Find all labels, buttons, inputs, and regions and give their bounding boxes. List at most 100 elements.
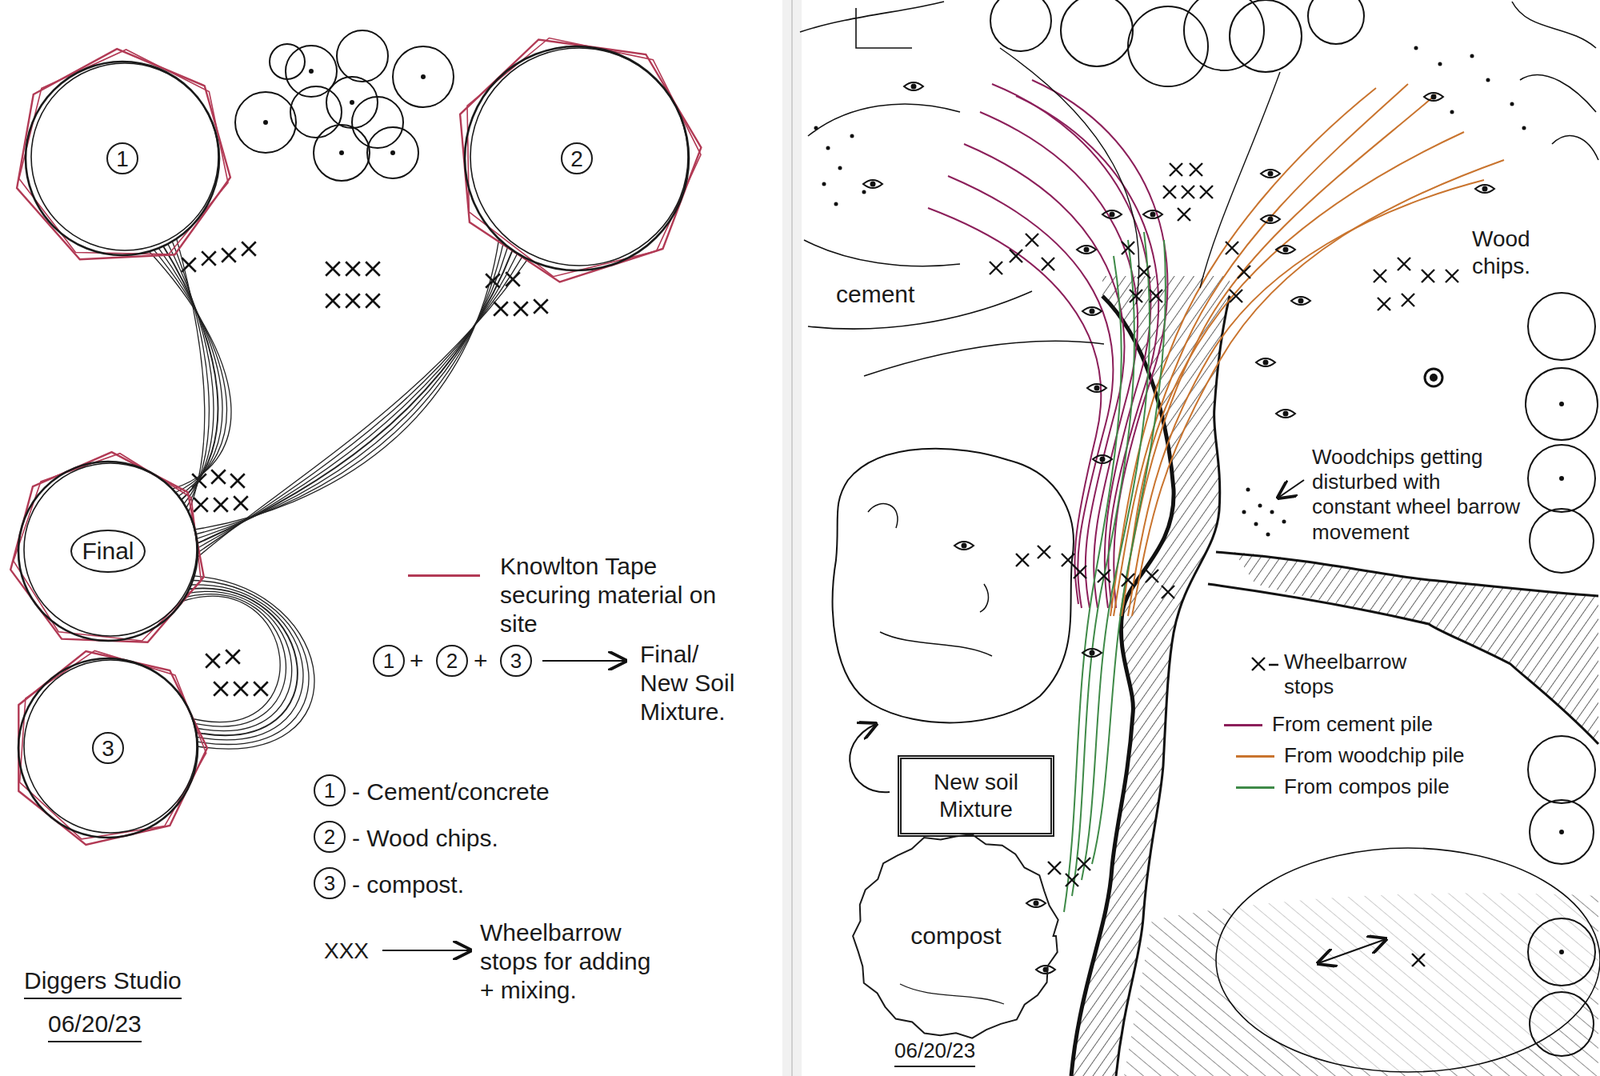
cement-trajectories (992, 84, 1151, 608)
page-gutter (791, 0, 793, 1076)
note-text: cement (836, 280, 915, 309)
wheelbarrow-stop-marks-right (1200, 185, 1213, 199)
tree-canopy-right (1184, 0, 1264, 71)
pile-outline (464, 46, 689, 271)
label-box: Final/ New Soil Mixture. (640, 640, 748, 727)
wheelbarrow-path-band (1234, 552, 1599, 744)
tree-canopy-right (1560, 950, 1564, 954)
legend-line-swatch (1224, 724, 1263, 727)
wheelbarrow-stop-marks (193, 497, 208, 512)
tree-canopy-right (1229, 0, 1302, 72)
movement-lines (864, 48, 1280, 376)
woodchip-trajectories (1128, 180, 1484, 616)
note-text: XXX (324, 937, 369, 965)
tree-canopy (340, 151, 344, 155)
tree-canopy (290, 86, 342, 138)
wheelbarrow-path (195, 239, 500, 530)
wheelbarrow-stop-marks-right (1149, 289, 1163, 303)
label-box: - Cement/concrete (352, 777, 550, 807)
observation-eyes (1260, 169, 1280, 178)
wheelbarrow-stop-marks-right (1137, 265, 1151, 279)
wheelbarrow-stop-marks-right (1121, 573, 1135, 587)
key-arrows (542, 660, 626, 662)
wheelbarrow-path (194, 576, 315, 749)
wheelbarrow-path (196, 243, 504, 535)
signature-text: 06/20/23 (48, 1009, 142, 1043)
tree-canopy (235, 30, 454, 181)
soil-speckle (1522, 126, 1527, 131)
label-box: Woodchips getting disturbed with constan… (1312, 444, 1524, 545)
compost-trajectories (1092, 240, 1166, 864)
soil-speckle (814, 126, 819, 131)
vegetation-scribble (1552, 136, 1599, 160)
legend-text: From woodchip pile (1284, 743, 1464, 768)
movement-lines (1200, 72, 1280, 288)
tree-canopy-right (1528, 918, 1596, 986)
wheelbarrow-stop-marks (201, 251, 216, 266)
wheelbarrow-stop-marks (211, 469, 226, 484)
material-pile-taped: 2 (447, 28, 707, 288)
lower-right-hatching (1216, 848, 1600, 1072)
note-text: - Wood chips. (352, 824, 499, 853)
wheelbarrow-stop-marks-right (1073, 565, 1087, 579)
wheelbarrow-stop-marks-right (989, 261, 1003, 275)
leader-arrow (1278, 480, 1304, 498)
observation-eyes (1102, 210, 1122, 219)
wheelbarrow-stop-marks-right (1129, 289, 1143, 303)
wheelbarrow-path (197, 259, 528, 558)
wheelbarrow-stop-marks-right (1061, 553, 1075, 567)
soil-speckle (826, 146, 831, 151)
label-box: 06/20/23 (894, 1038, 976, 1068)
cement-pile-outline (804, 240, 960, 267)
callout-number: Final (70, 529, 145, 573)
legend-entry: From woodchip pile (1284, 743, 1464, 768)
tree-canopy-right (990, 0, 1052, 52)
movement-lines (864, 340, 1104, 376)
observation-eyes (954, 541, 974, 550)
wheelbarrow-stop-marks-right (1169, 163, 1183, 176)
soil-speckle (1414, 46, 1419, 51)
cement-trajectories (948, 176, 1113, 608)
soil-speckle (1438, 62, 1443, 67)
tree-canopy (391, 151, 395, 155)
wheelbarrow-path (191, 584, 304, 740)
wheelbarrow-stop-marks-right (1397, 257, 1411, 271)
callout-number: 1 (313, 774, 346, 807)
wheelbarrow-stop-marks-right (1016, 553, 1029, 567)
wheelbarrow-path (197, 250, 513, 544)
cement-pile-outline (800, 1, 944, 32)
tree-canopy (352, 96, 404, 148)
label-box: 06/20/23 (48, 1009, 142, 1043)
pile-outline (24, 463, 197, 636)
wheelbarrow-stop-marks-right (1065, 873, 1079, 887)
cement-pile-outline (808, 104, 960, 136)
legend-text: From compos pile (1284, 774, 1450, 800)
soil-speckle (862, 190, 867, 195)
observation-eyes (863, 180, 883, 188)
tree-canopy (350, 100, 354, 104)
wheelbarrow-path (148, 251, 232, 489)
observation-eyes (1475, 184, 1495, 193)
compost-trajectories (1081, 232, 1150, 880)
tree-canopy-right (1560, 402, 1564, 406)
tree-canopy-right (1529, 800, 1594, 864)
wheelbarrow-stop-marks-right (1177, 208, 1191, 221)
wheelbarrow-stop-marks-right (1377, 297, 1391, 311)
lower-right-hatching (1318, 939, 1386, 964)
knowlton-tape (13, 453, 202, 641)
wheelbarrow-path (158, 248, 223, 496)
page-gutter (782, 0, 802, 1076)
observation-eyes (1424, 368, 1443, 387)
note-text: Wheelbarrow stops for adding + mixing. (480, 918, 660, 1005)
knowlton-tape (460, 40, 701, 283)
knowlton-tape (10, 452, 204, 643)
cement-pile-outline (800, 1, 1032, 329)
wheelbarrow-path (195, 239, 528, 558)
tree-canopy-right (1528, 736, 1596, 804)
wheelbarrow-stop-marks (533, 299, 548, 314)
key-arrows (382, 660, 626, 951)
observation-eyes (1082, 307, 1102, 316)
tree-canopy (336, 30, 388, 82)
tree-canopy-right (1529, 508, 1594, 573)
